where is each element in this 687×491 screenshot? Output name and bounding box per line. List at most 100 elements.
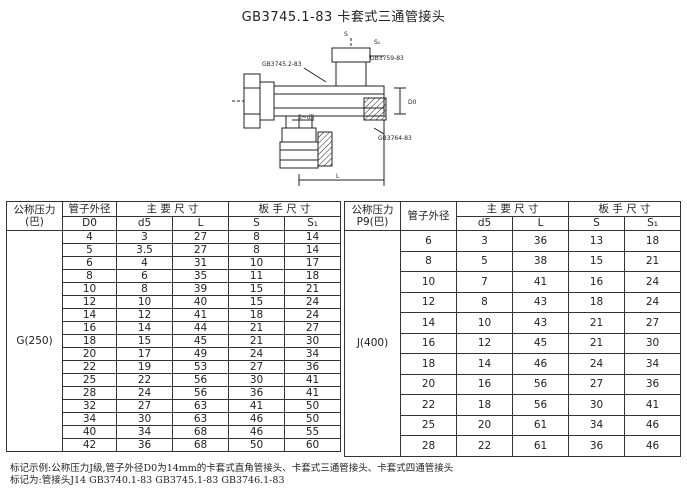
pressure-group: G(250) (6, 230, 63, 452)
cell-d0: 4 (62, 230, 117, 244)
cell-d0: 28 (400, 435, 457, 457)
header-l: L (511, 216, 570, 231)
cell-d0: 22 (400, 394, 457, 416)
cell-s: 21 (228, 321, 286, 335)
cell-s: 30 (568, 394, 626, 416)
marking-code: 标记为:管接头J14 GB3740.1-83 GB3745.1-83 GB374… (10, 475, 285, 486)
cell-d0: 34 (62, 412, 117, 426)
cell-d5: 34 (116, 425, 173, 439)
header-pressure: 公称压力(巴) (6, 201, 63, 231)
label-s: S (344, 31, 348, 38)
cell-l: 61 (511, 414, 570, 436)
cell-s1: 27 (284, 321, 342, 335)
cell-s: 21 (228, 334, 286, 348)
cell-d0: 6 (62, 256, 117, 270)
header-s1: S₁ (624, 216, 682, 231)
cell-s1: 30 (284, 334, 342, 348)
cell-s: 46 (228, 412, 286, 426)
cell-s: 15 (228, 282, 286, 296)
tee-fitting-svg: S S₁ GB3745.2-83 GB3759-83 D0 3~d5 GB376… (232, 31, 417, 186)
header-pipe-od: 管子外径 (400, 201, 457, 231)
cell-l: 45 (171, 334, 230, 348)
cell-s: 8 (228, 243, 286, 257)
cell-l: 36 (511, 230, 570, 252)
header-s: S (568, 216, 626, 231)
cell-d0: 28 (62, 386, 117, 400)
label-l: L (336, 173, 340, 180)
cell-d0: 32 (62, 399, 117, 413)
cell-d5: 10 (456, 312, 513, 334)
cell-l: 35 (171, 269, 230, 283)
cell-l: 40 (171, 295, 230, 309)
cell-s1: 50 (284, 412, 342, 426)
header-s1: S₁ (284, 216, 342, 231)
cell-s: 41 (228, 399, 286, 413)
cell-l: 27 (171, 230, 230, 244)
header-d0: D0 (62, 216, 117, 231)
cell-d5: 12 (116, 308, 173, 322)
marking-notes: 标记示例:公称压力J级,管子外径D0为14mm的卡套式直角管接头、卡套式三通管接… (10, 463, 680, 487)
header-d5: d5 (456, 216, 513, 231)
label-gb3759: GB3759-83 (370, 55, 404, 62)
tee-fitting-drawing: S S₁ GB3745.2-83 GB3759-83 D0 3~d5 GB376… (224, 28, 424, 200)
cell-l: 45 (511, 332, 570, 354)
cell-d0: 25 (62, 373, 117, 387)
label-s1: S₁ (374, 39, 381, 46)
cell-l: 27 (171, 243, 230, 257)
cell-d0: 10 (400, 271, 457, 293)
cell-d5: 14 (116, 321, 173, 335)
cell-d0: 10 (62, 282, 117, 296)
pressure-group: J(400) (344, 230, 401, 457)
cell-s1: 46 (624, 414, 682, 436)
cell-s1: 41 (284, 373, 342, 387)
cell-d5: 36 (116, 438, 173, 452)
cell-d0: 42 (62, 438, 117, 452)
cell-s: 50 (228, 438, 286, 452)
dimension-table-g250: 公称压力(巴) 管子外径 主 要 尺 寸 板 手 尺 寸 D0 d5 L S S… (6, 201, 342, 452)
cell-d0: 16 (400, 332, 457, 354)
cell-s: 27 (228, 360, 286, 374)
cell-s: 15 (228, 295, 286, 309)
cell-l: 68 (171, 425, 230, 439)
cell-l: 46 (511, 353, 570, 375)
cell-d5: 10 (116, 295, 173, 309)
cell-d0: 16 (62, 321, 117, 335)
cell-l: 49 (171, 347, 230, 361)
cell-d5: 6 (116, 269, 173, 283)
cell-d5: 19 (116, 360, 173, 374)
cell-l: 39 (171, 282, 230, 296)
cell-s1: 14 (284, 230, 342, 244)
cell-l: 44 (171, 321, 230, 335)
cell-d0: 8 (400, 250, 457, 272)
cell-s: 46 (228, 425, 286, 439)
cell-d0: 20 (400, 373, 457, 395)
cell-l: 31 (171, 256, 230, 270)
label-gb3764: GB3764-83 (378, 135, 412, 142)
cell-s1: 24 (284, 308, 342, 322)
cell-d5: 8 (116, 282, 173, 296)
cell-l: 56 (171, 386, 230, 400)
cell-l: 41 (171, 308, 230, 322)
header-main-dims: 主 要 尺 寸 (455, 201, 570, 217)
page-title: GB3745.1-83 卡套式三通管接头 (241, 10, 446, 25)
header-main-dims: 主 要 尺 寸 (115, 201, 230, 217)
cell-s: 18 (228, 308, 286, 322)
cell-s: 21 (568, 332, 626, 354)
cell-s: 15 (568, 250, 626, 272)
cell-l: 61 (511, 435, 570, 457)
header-s: S (228, 216, 286, 231)
cell-s: 34 (568, 414, 626, 436)
cell-l: 63 (171, 399, 230, 413)
cell-s1: 36 (284, 360, 342, 374)
cell-l: 63 (171, 412, 230, 426)
cell-d0: 22 (62, 360, 117, 374)
cell-s: 10 (228, 256, 286, 270)
